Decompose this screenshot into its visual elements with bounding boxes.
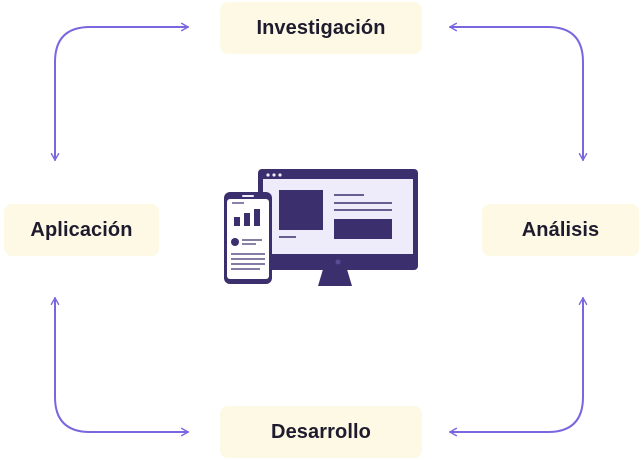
step-investigacion: Investigación bbox=[220, 2, 422, 54]
step-aplicacion: Aplicación bbox=[4, 204, 159, 256]
arrow-aplicacion-desarrollo bbox=[50, 297, 189, 437]
screen-image-block bbox=[279, 190, 323, 230]
phone-chart-bar bbox=[254, 209, 260, 226]
step-label: Investigación bbox=[256, 16, 386, 39]
window-dot bbox=[272, 173, 276, 177]
arrow-investigacion-analisis bbox=[449, 22, 588, 161]
step-label: Desarrollo bbox=[271, 420, 371, 443]
arrow-analisis-desarrollo bbox=[449, 297, 588, 437]
screen-button-block bbox=[334, 219, 392, 239]
monitor-and-phone-icon bbox=[224, 169, 418, 286]
phone-chart-bar bbox=[244, 213, 250, 226]
phone-avatar bbox=[231, 238, 239, 246]
step-label: Aplicación bbox=[30, 218, 133, 241]
step-desarrollo: Desarrollo bbox=[220, 406, 422, 458]
monitor-power-dot bbox=[335, 259, 341, 265]
arrow-aplicacion-investigacion bbox=[50, 22, 189, 161]
phone-chart-bar bbox=[234, 217, 240, 226]
step-analisis: Análisis bbox=[482, 204, 639, 256]
monitor-stand bbox=[318, 266, 352, 286]
phone-speaker bbox=[242, 195, 254, 197]
step-label: Análisis bbox=[521, 218, 600, 241]
window-dot bbox=[278, 173, 282, 177]
window-dot bbox=[266, 173, 270, 177]
